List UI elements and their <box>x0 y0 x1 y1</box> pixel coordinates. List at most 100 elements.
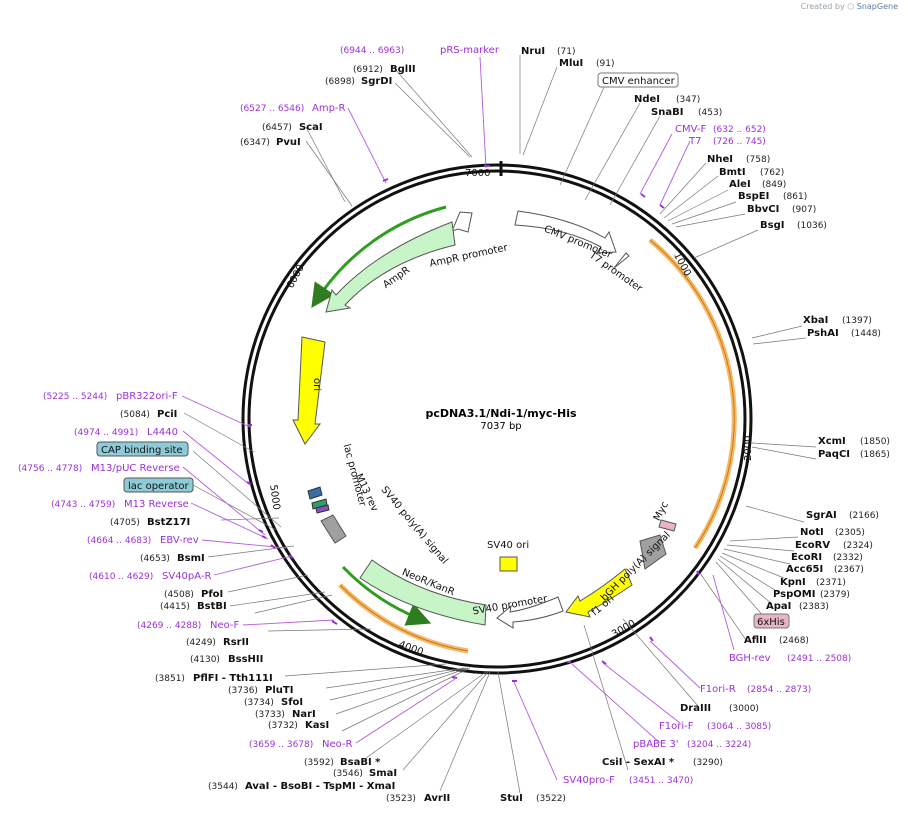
primer-cmv-f[interactable]: CMV-F <box>675 124 706 135</box>
site-paqci-pos: (1865) <box>860 450 890 460</box>
site-pflfi-tth111i[interactable]: PflFI - Tth111I <box>193 673 273 684</box>
site-bsshii[interactable]: BssHII <box>228 654 263 665</box>
site-draiii[interactable]: DraIII <box>680 703 711 714</box>
site-pfoi-pos: (4508) <box>164 590 194 600</box>
site-smai[interactable]: SmaI <box>369 768 397 779</box>
site-bbvci[interactable]: BbvCI <box>747 204 779 215</box>
site-pvui[interactable]: PvuI <box>276 137 301 148</box>
site-bspei[interactable]: BspEI <box>738 191 769 202</box>
site-nrui[interactable]: NruI <box>521 46 545 57</box>
site-sgrdi[interactable]: SgrDI <box>361 76 392 87</box>
tick-5000: 5000 <box>267 484 281 511</box>
tick-2000: 2000 <box>743 436 754 461</box>
primer-f1ori-f[interactable]: F1ori-F <box>659 721 694 732</box>
site-xcmi[interactable]: XcmI <box>818 436 846 447</box>
site-bglii[interactable]: BglII <box>390 64 416 75</box>
site-bsgi[interactable]: BsgI <box>760 220 784 231</box>
feature-cmv-promoter-arrow <box>514 210 617 254</box>
snapgene-credit: Created by ⬡ SnapGene <box>801 2 898 11</box>
site-nhei[interactable]: NheI <box>707 154 733 165</box>
primer-ebv-rev[interactable]: EBV-rev <box>160 535 199 546</box>
site-avai-group[interactable]: AvaI - BsoBI - TspMI - XmaI <box>245 781 395 792</box>
site-paqci[interactable]: PaqCI <box>818 449 850 460</box>
primer-t7[interactable]: T7 <box>688 136 701 147</box>
primer-pbr322ori-f[interactable]: pBR322ori-F <box>116 391 178 402</box>
site-nrui-pos: (71) <box>557 47 575 57</box>
site-pflfi-tth111i-pos: (3851) <box>155 674 185 684</box>
site-pspomi[interactable]: PspOMI <box>773 589 815 600</box>
site-alei[interactable]: AleI <box>729 179 751 190</box>
primer-m13-reverse[interactable]: M13 Reverse <box>124 499 189 510</box>
site-noti[interactable]: NotI <box>800 527 824 538</box>
site-sgrai-pos: (2166) <box>849 511 879 521</box>
site-kpni[interactable]: KpnI <box>780 577 806 588</box>
primer-l4440-range: (4974 .. 4991) <box>74 428 138 438</box>
site-apai-pos: (2383) <box>799 602 829 612</box>
primer-sv40pro-f[interactable]: SV40pro-F <box>563 775 615 786</box>
site-sgrai[interactable]: SgrAI <box>806 510 837 521</box>
site-smai-pos: (3546) <box>333 769 363 779</box>
site-ecorv[interactable]: EcoRV <box>795 540 830 551</box>
primer-l4440[interactable]: L4440 <box>147 427 178 438</box>
site-avrii[interactable]: AvrII <box>424 793 450 804</box>
site-xbai[interactable]: XbaI <box>803 315 828 326</box>
primer-f1ori-r[interactable]: F1ori-R <box>700 684 736 695</box>
site-bstbi[interactable]: BstBI <box>197 601 227 612</box>
site-sfoi-pos: (3734) <box>244 698 274 708</box>
site-pspomi-pos: (2379) <box>820 590 850 600</box>
site-bsabi[interactable]: BsaBI * <box>340 757 381 768</box>
primer-pbabe3[interactable]: pBABE 3' <box>633 739 679 750</box>
primer-prs-marker[interactable]: pRS-marker <box>440 45 500 56</box>
site-nhei-pos: (758) <box>746 155 770 165</box>
primer-m13puc-reverse[interactable]: M13/pUC Reverse <box>91 463 180 474</box>
orf-arc-ndi1-core <box>649 239 735 549</box>
label-lac-operator[interactable]: lac operator <box>128 481 189 492</box>
site-csii-sexai[interactable]: CsiI - SexAI * <box>602 757 675 768</box>
site-apai[interactable]: ApaI <box>766 601 791 612</box>
site-snabi[interactable]: SnaBI <box>651 107 683 118</box>
site-pshai[interactable]: PshAI <box>807 328 839 339</box>
primer-f1ori-f-range: (3064 .. 3085) <box>707 722 771 732</box>
enzyme-labels: NruI (71) MluI (91) NdeI (347) SnaBI (45… <box>110 46 890 804</box>
site-pshai-pos: (1448) <box>851 329 881 339</box>
primer-neo-r[interactable]: Neo-R <box>322 739 353 750</box>
site-bmti-pos: (762) <box>760 168 784 178</box>
label-6xhis[interactable]: 6xHis <box>757 617 785 628</box>
site-bstz17i-pos: (4705) <box>110 518 140 528</box>
plasmid-size: 7037 bp <box>480 421 521 432</box>
primer-bgh-rev-range: (2491 .. 2508) <box>787 654 851 664</box>
backbone-outer <box>241 163 753 675</box>
site-bsmi[interactable]: BsmI <box>177 553 205 564</box>
site-pcii[interactable]: PciI <box>157 409 177 420</box>
site-rsrii[interactable]: RsrII <box>223 637 249 648</box>
site-mlui[interactable]: MluI <box>559 58 583 69</box>
site-pluti[interactable]: PluTI <box>265 685 293 696</box>
site-pfoi[interactable]: PfoI <box>201 589 223 600</box>
site-aflii[interactable]: AflII <box>744 635 767 646</box>
site-sgrdi-pos: (6898) <box>325 77 355 87</box>
site-scai[interactable]: ScaI <box>299 122 323 133</box>
label-cap-binding-site[interactable]: CAP binding site <box>101 445 183 456</box>
site-bmti[interactable]: BmtI <box>719 167 746 178</box>
feature-bgh-box <box>639 534 667 570</box>
primer-bgh-rev[interactable]: BGH-rev <box>729 653 771 664</box>
primer-sv40pa-r[interactable]: SV40pA-R <box>162 571 211 582</box>
site-ndei[interactable]: NdeI <box>634 94 660 105</box>
site-bstz17i[interactable]: BstZ17I <box>147 517 190 528</box>
primer-neo-f[interactable]: Neo-F <box>210 620 240 631</box>
site-ecorv-pos: (2324) <box>843 541 873 551</box>
feature-sv40-ori-box <box>499 556 518 572</box>
site-kasi[interactable]: KasI <box>305 720 329 731</box>
site-sfoi[interactable]: SfoI <box>281 697 303 708</box>
label-cmv-enhancer[interactable]: CMV enhancer <box>602 76 676 87</box>
site-nari-pos: (3733) <box>255 710 285 720</box>
label-bgh-polya: bGH poly(A) signal <box>599 530 673 604</box>
site-bspei-pos: (861) <box>783 192 807 202</box>
site-acc65i[interactable]: Acc65I <box>786 564 823 575</box>
feature-ampr-promoter-arrow <box>451 211 473 233</box>
site-ecori[interactable]: EcoRI <box>791 552 822 563</box>
site-nari[interactable]: NarI <box>292 709 316 720</box>
cap-binding-site-box <box>96 441 189 457</box>
primer-amp-r[interactable]: Amp-R <box>312 103 346 114</box>
site-stui[interactable]: StuI <box>500 793 523 804</box>
